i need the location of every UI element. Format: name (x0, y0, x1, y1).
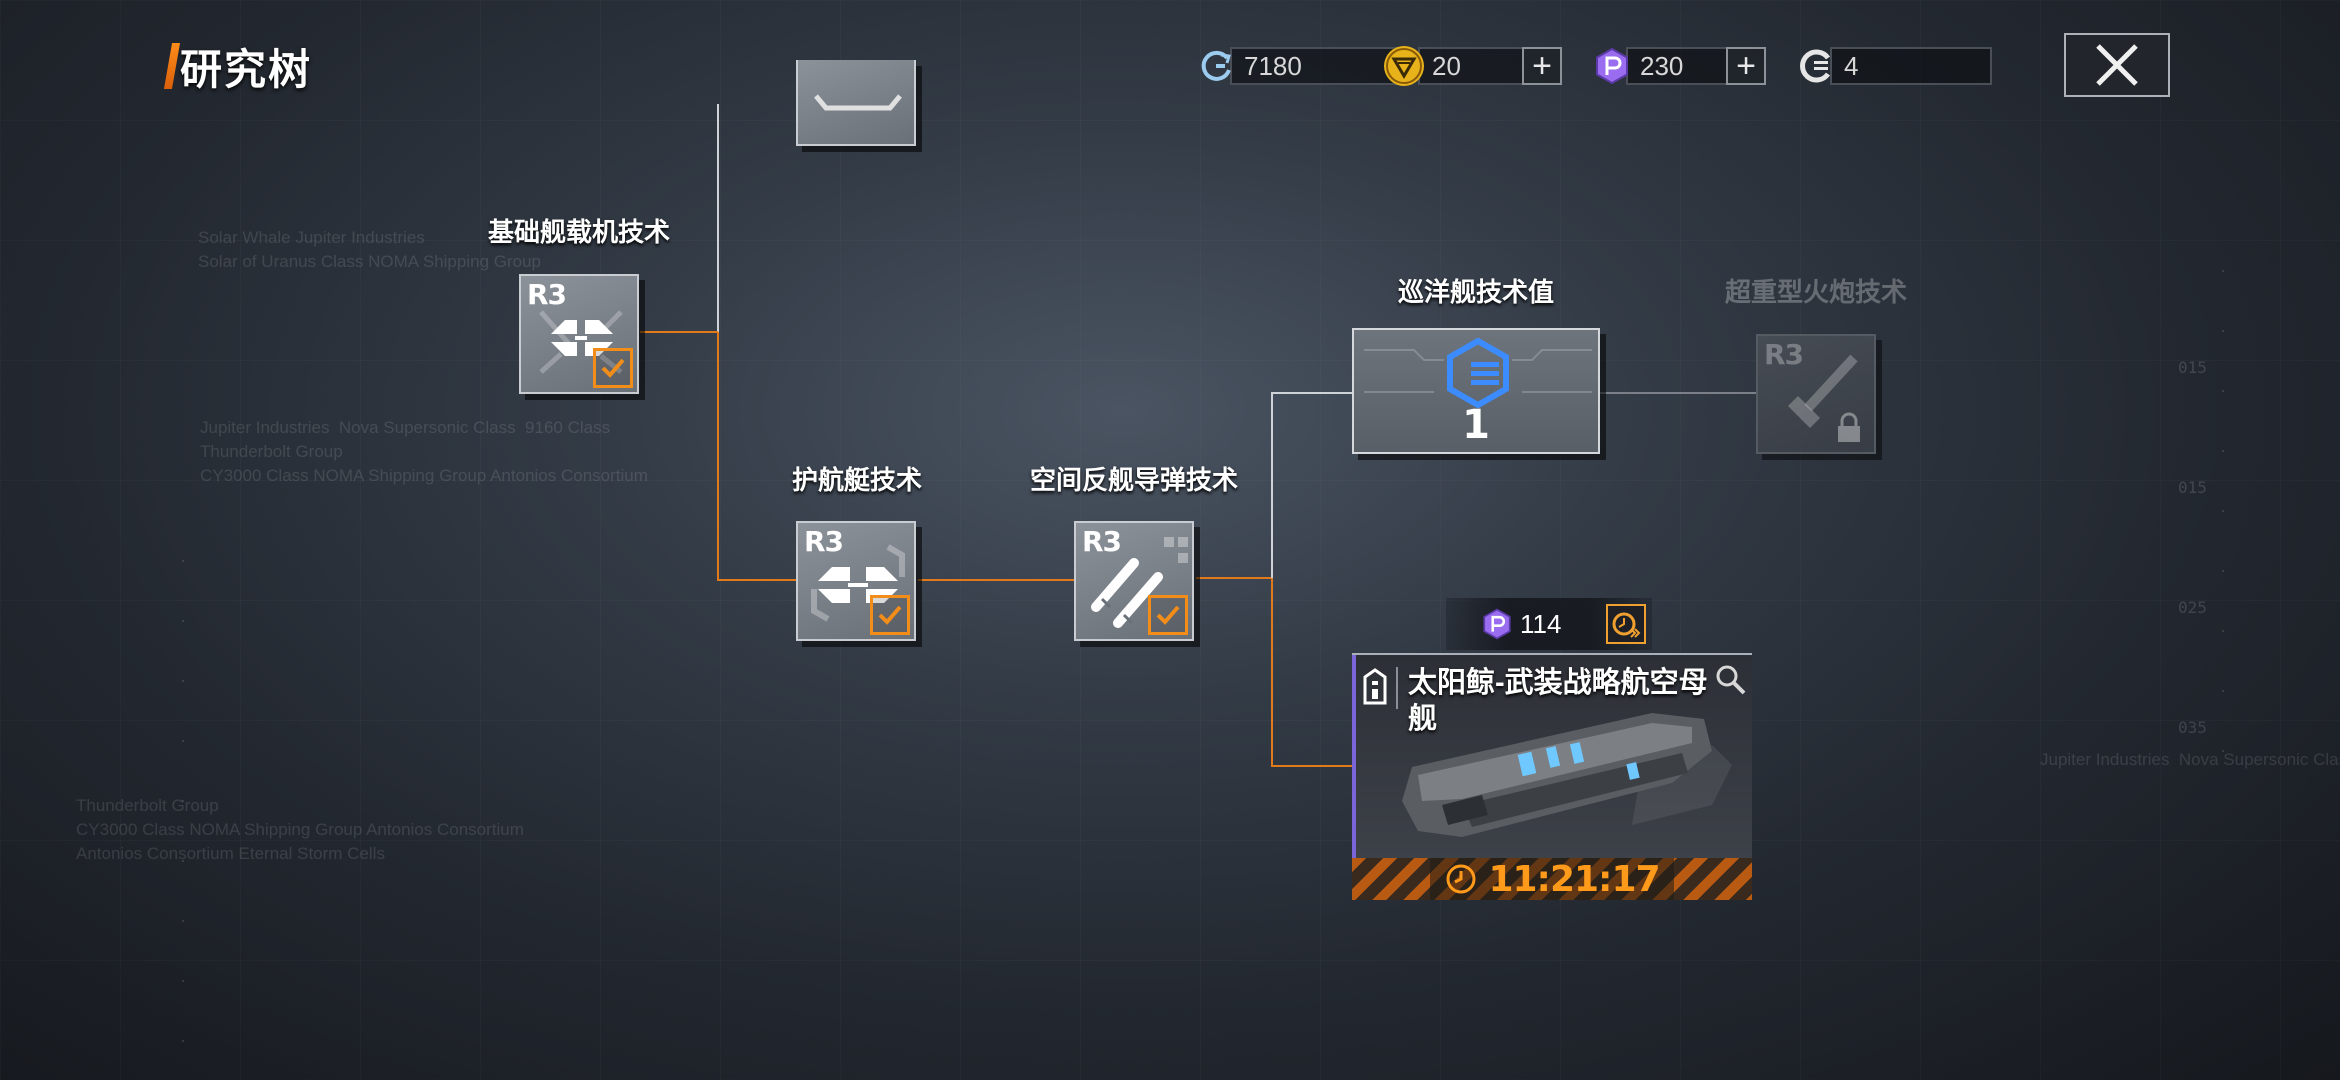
gold-v-coin-icon (1384, 46, 1424, 86)
rarity-edge (1352, 655, 1356, 858)
purple-p-coin-icon (1592, 46, 1632, 86)
partial-tech-tile[interactable] (796, 60, 916, 146)
research-timer: 11:21:17 (1488, 858, 1660, 900)
credits-value: 7180 (1230, 47, 1402, 85)
tech-points-value: 4 (1830, 47, 1992, 85)
ship-divider (1396, 667, 1398, 709)
rank-badge: R3 (527, 278, 567, 311)
timer-clock-icon (1446, 864, 1476, 894)
tech-node-escort-boat[interactable]: R3 (796, 521, 916, 641)
circuit-pattern (1364, 349, 1592, 393)
refresh-coin-icon (1196, 46, 1236, 86)
carrier-ship-image (1402, 713, 1732, 837)
decor-text: Jupiter Industries Nova Supersonic Class (2040, 750, 2340, 769)
ship-name: 太阳鲸-武装战略航空母舰 (1408, 667, 1708, 735)
search-icon[interactable] (1714, 663, 1748, 697)
completed-check-icon (870, 595, 910, 635)
tech-node-space-antiship-missile[interactable]: R3 (1074, 521, 1194, 641)
lock-icon (1838, 412, 1860, 442)
cruiser-tech-icon (1447, 338, 1509, 408)
ruler-label: 035 (2178, 718, 2207, 737)
rank-badge: R3 (1082, 525, 1122, 558)
add-research-points-button[interactable]: + (1726, 47, 1766, 85)
completed-check-icon (1148, 595, 1188, 635)
currency-credits: 7180 (1196, 46, 1402, 86)
escort-boat-icon (811, 544, 905, 622)
completed-check-icon (593, 348, 633, 388)
node-label-basic-carrier-aircraft-tech: 基础舰载机技术 (487, 217, 671, 247)
node-label-cruiser-tech-value: 巡洋舰技术值 (1397, 277, 1555, 307)
rank-badge: R3 (804, 525, 844, 558)
ship-research-card[interactable]: 太阳鲸-武装战略航空母舰 (1352, 653, 1752, 858)
tech-node-basic-carrier-aircraft[interactable]: R3 (519, 274, 639, 394)
decor-text: Solar Whale Jupiter Industries Solar of … (198, 228, 541, 271)
cannon-icon (1788, 354, 1858, 428)
research-cost-row: 114 (1446, 598, 1652, 650)
decor-text: Jupiter Industries Nova Supersonic Class… (200, 418, 648, 485)
ruler-label: 025 (2178, 598, 2207, 617)
missile-icon (1091, 537, 1188, 628)
page-title: 研究树 (163, 42, 312, 93)
research-points-value: 230 (1626, 47, 1728, 85)
close-button[interactable] (2064, 33, 2170, 97)
white-g-icon (1796, 46, 1836, 86)
node-label-super-heavy-cannon-tech: 超重型火炮技术 (1724, 277, 1908, 307)
currency-federal-coin: 20 + (1384, 46, 1562, 86)
decor-text: Thunderbolt Group CY3000 Class NOMA Ship… (76, 796, 524, 863)
speed-up-clock-icon (1612, 612, 1641, 638)
currency-research-points: 230 + (1592, 46, 1766, 86)
ruler-label: 015 (2178, 478, 2207, 497)
close-icon (2096, 44, 2138, 86)
purple-p-coin-icon (1483, 608, 1511, 640)
currency-tech-points: 4 (1796, 46, 1992, 86)
research-cost-value: 114 (1520, 608, 1562, 639)
tech-node-super-heavy-cannon[interactable]: R3 (1756, 334, 1876, 454)
cruiser-tech-value: 1 (1462, 402, 1490, 448)
rank-badge: R3 (1764, 338, 1804, 371)
ruler-label: 015 (2178, 358, 2207, 377)
page-title-text: 研究树 (180, 45, 313, 93)
speed-up-button[interactable] (1606, 604, 1646, 644)
ship-class-icon (1363, 668, 1387, 705)
timer-container: 11:21:17 (1430, 858, 1674, 900)
carrier-aircraft-icon (539, 310, 623, 374)
right-ruler: 015 015 025 035 (2178, 270, 2224, 770)
node-label-escort-boat-tech: 护航艇技术 (791, 465, 923, 495)
left-ruler (182, 560, 184, 1080)
add-federal-coin-button[interactable]: + (1522, 47, 1562, 85)
hangar-icon (814, 94, 902, 111)
tech-node-cruiser-tech-value[interactable]: 1 (1352, 328, 1600, 454)
research-timer-bar: 11:21:17 (1352, 858, 1752, 900)
node-label-space-antiship-missile-tech: 空间反舰导弹技术 (1029, 465, 1239, 495)
